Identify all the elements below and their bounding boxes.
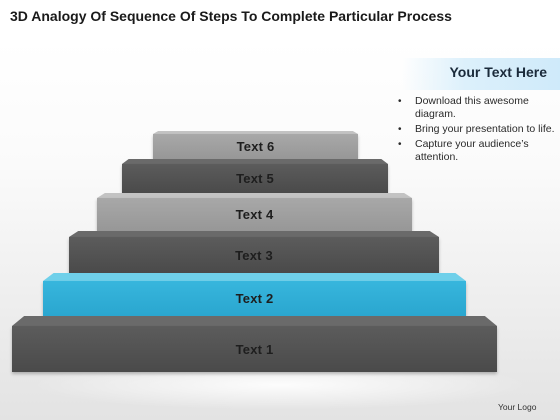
step-3: Text 3: [69, 231, 439, 273]
text-header-band: [402, 58, 560, 90]
page-title: 3D Analogy Of Sequence Of Steps To Compl…: [10, 8, 452, 24]
bullet-item: • Bring your presentation to life.: [398, 123, 556, 136]
bullet-text: Download this awesome diagram.: [415, 95, 529, 120]
side-panel-header: Your Text Here: [449, 64, 547, 80]
step-6: Text 6: [153, 131, 358, 159]
bullet-item: • Download this awesome diagram.: [398, 95, 556, 121]
step-4-label: Text 4: [235, 207, 274, 222]
step-1-label: Text 1: [235, 341, 274, 357]
step-2: Text 2: [43, 273, 466, 316]
step-5: Text 5: [122, 159, 388, 193]
bullet-icon: •: [398, 96, 402, 107]
bullet-list: • Download this awesome diagram. • Bring…: [398, 95, 556, 166]
step-6-label: Text 6: [236, 139, 275, 154]
logo-text: Your Logo: [498, 402, 537, 412]
step-3-label: Text 3: [235, 247, 273, 263]
bullet-text: Bring your presentation to life.: [415, 123, 555, 135]
step-4: Text 4: [97, 193, 412, 231]
step-1: Text 1: [12, 316, 497, 372]
step-5-label: Text 5: [236, 171, 274, 186]
bullet-text: Capture your audience’s attention.: [415, 138, 529, 163]
bullet-icon: •: [398, 124, 402, 135]
step-2-label: Text 2: [235, 291, 274, 306]
bullet-item: • Capture your audience’s attention.: [398, 138, 556, 164]
bullet-icon: •: [398, 139, 402, 150]
